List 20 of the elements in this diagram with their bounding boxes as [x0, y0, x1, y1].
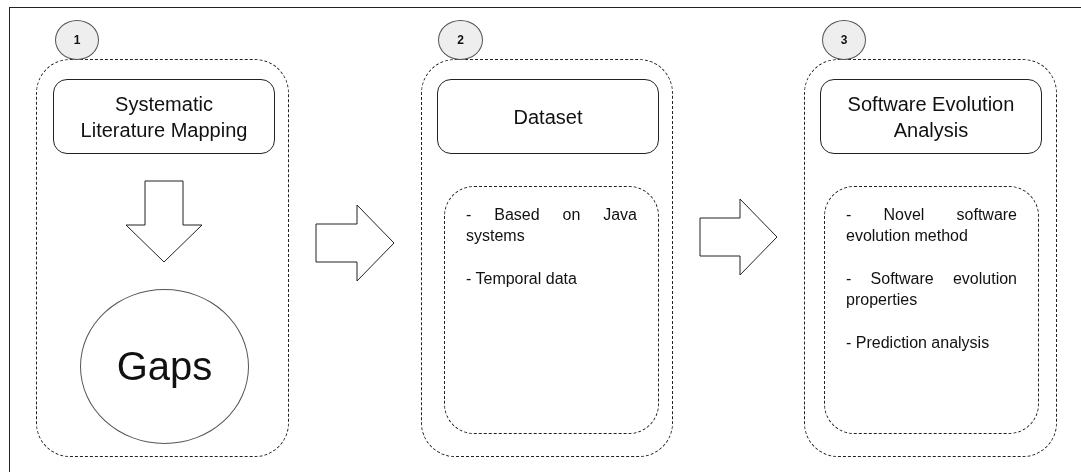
result-ellipse: Gaps: [80, 289, 249, 444]
stage-panel: [36, 59, 289, 457]
block-arrow: [315, 204, 395, 282]
bullet-text: - Prediction analysis: [846, 333, 991, 353]
step-number: 1: [55, 20, 99, 60]
stage-panel: [804, 59, 1057, 457]
step-number: 2: [438, 20, 483, 60]
title-box: Software Evolution Analysis: [820, 79, 1042, 154]
list-panel: [824, 186, 1039, 434]
bullet-text: - Temporal data: [466, 269, 578, 289]
block-arrow: [125, 180, 203, 263]
bullet-text: - Software evolution properties: [846, 269, 1017, 310]
bullet-text: - Novel software evolution method: [846, 205, 1017, 246]
list-panel: [444, 186, 659, 434]
title-box: Dataset: [437, 79, 659, 154]
block-arrow: [699, 198, 778, 276]
stage-panel: [421, 59, 673, 457]
step-number: 3: [822, 20, 866, 60]
bullet-text: - Based on Java systems: [466, 205, 637, 246]
title-box: Systematic Literature Mapping: [53, 79, 275, 154]
